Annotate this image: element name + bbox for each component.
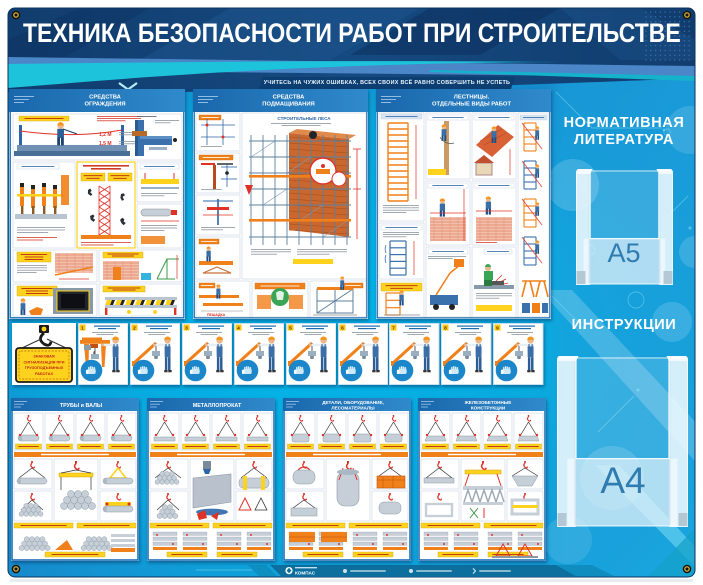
svg-text:ОТДЕЛЬНЫЕ ВИДЫ РАБОТ: ОТДЕЛЬНЫЕ ВИДЫ РАБОТ: [432, 102, 511, 108]
svg-text:9: 9: [496, 325, 499, 331]
svg-text:КОНСТРУКЦИИ: КОНСТРУКЦИИ: [471, 405, 505, 410]
svg-text:ЛЕСТНИЦЫ.: ЛЕСТНИЦЫ.: [454, 95, 490, 101]
svg-text:СРЕДСТВА: СРЕДСТВА: [89, 95, 122, 101]
svg-text:ПЕШАДКА: ПЕШАДКА: [207, 313, 226, 317]
svg-text:4: 4: [237, 325, 240, 331]
svg-text:8: 8: [444, 325, 447, 331]
svg-text:ЖЕЛЕЗОБЕТОННЫЕ: ЖЕЛЕЗОБЕТОННЫЕ: [464, 400, 512, 405]
svg-text:ЗНАКОВАЯ: ЗНАКОВАЯ: [33, 355, 54, 359]
svg-text:РАБОТАХ: РАБОТАХ: [35, 372, 53, 376]
svg-text:ТРУБЫ и ВАЛЫ: ТРУБЫ и ВАЛЫ: [60, 403, 102, 409]
svg-text:ГРУЗОПОДЪЕМНЫХ: ГРУЗОПОДЪЕМНЫХ: [25, 366, 64, 370]
svg-text:МЕТАЛЛОПРОКАТ: МЕТАЛЛОПРОКАТ: [193, 403, 242, 409]
svg-text:ЛЕСОМАТЕРИАЛЫ: ЛЕСОМАТЕРИАЛЫ: [331, 405, 375, 410]
svg-text:ОГРАЖДЕНИЯ: ОГРАЖДЕНИЯ: [84, 102, 125, 108]
svg-text:6: 6: [341, 325, 344, 331]
svg-text:ПОДМАЩИВАНИЯ: ПОДМАЩИВАНИЯ: [262, 102, 314, 108]
svg-text:1,5 М: 1,5 М: [99, 141, 112, 147]
svg-text:КОМПАС: КОМПАС: [295, 570, 316, 575]
svg-text:СРЕДСТВА: СРЕДСТВА: [273, 95, 306, 101]
svg-text:СИГНАЛИЗАЦИЯ ПРИ: СИГНАЛИЗАЦИЯ ПРИ: [24, 360, 65, 364]
svg-text:ДЕТАЛИ, ОБОРУДОВАНИЕ,: ДЕТАЛИ, ОБОРУДОВАНИЕ,: [322, 400, 384, 405]
svg-text:5: 5: [289, 325, 292, 331]
svg-text:1,2 М: 1,2 М: [99, 132, 112, 138]
svg-text:А5: А5: [607, 238, 640, 268]
svg-text:2: 2: [133, 325, 136, 331]
svg-text:3: 3: [185, 325, 188, 331]
svg-text:1: 1: [81, 325, 84, 331]
svg-text:7: 7: [393, 325, 396, 331]
svg-text:СТРОИТЕЛЬНЫЕ ЛЕСА: СТРОИТЕЛЬНЫЕ ЛЕСА: [277, 116, 331, 121]
svg-text:А4: А4: [600, 460, 645, 501]
